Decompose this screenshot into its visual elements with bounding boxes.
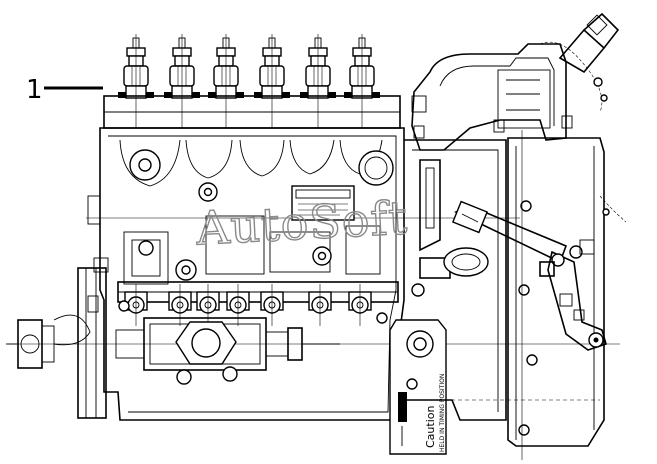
feed-fittings-row (124, 284, 372, 326)
delivery-valve-holder (344, 34, 380, 128)
delivery-valve-holder (118, 34, 154, 128)
callout-number: 1 (26, 75, 43, 105)
feed-fitting (348, 284, 372, 326)
feed-fitting (260, 284, 284, 326)
governor-casing (404, 130, 605, 460)
delivery-valve-holder (300, 34, 336, 128)
fuel-inlet-fitting (115, 317, 340, 371)
delivery-valve-holder (254, 34, 290, 128)
feed-fitting (308, 284, 332, 326)
feed-fitting (168, 284, 192, 326)
caution-tag: Caution HELD IN TIMING POSITION (389, 319, 447, 455)
base-bolts (87, 295, 388, 385)
delivery-valve-holder (164, 34, 200, 128)
feed-fitting (226, 284, 250, 326)
feed-fitting (196, 284, 220, 326)
delivery-valve-holders (118, 34, 380, 128)
watermark-text: AutoSoft (194, 190, 409, 255)
drive-end-bolt (6, 314, 91, 369)
pump-housing (8, 95, 620, 421)
caution-tag-title: Caution (424, 406, 437, 448)
delivery-valve-holder (208, 34, 244, 128)
governor-housing (411, 12, 620, 151)
callout-1: 1 (26, 75, 103, 105)
caution-tag-subtitle: HELD IN TIMING POSITION (439, 374, 446, 452)
control-lever (451, 195, 627, 351)
